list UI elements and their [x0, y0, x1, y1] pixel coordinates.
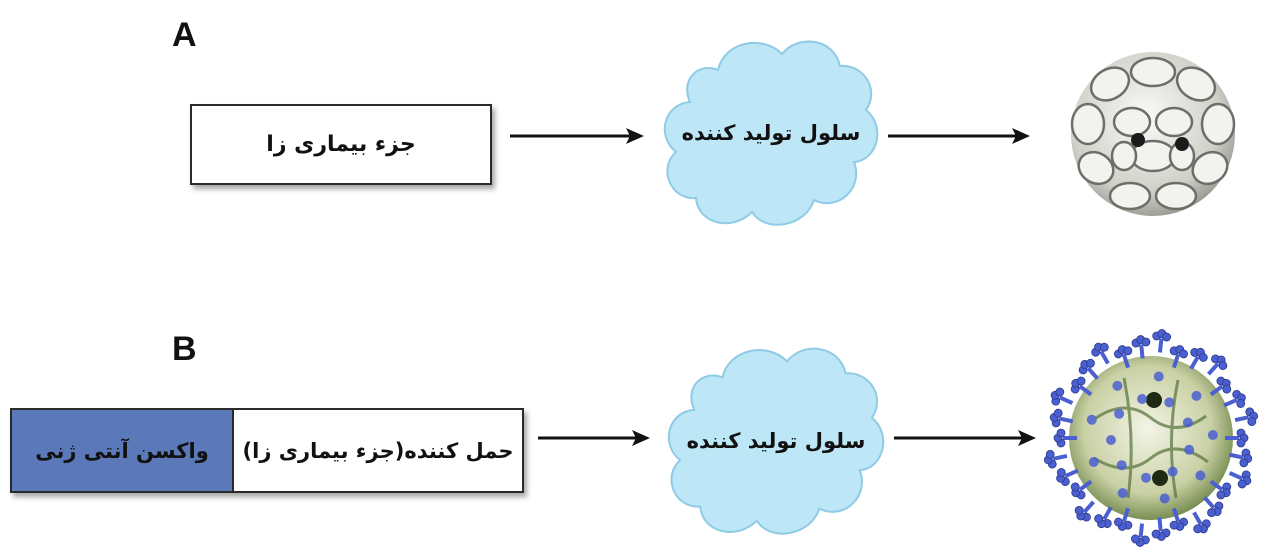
arrow-b-2 — [894, 430, 1036, 446]
spike-protein — [1049, 408, 1074, 428]
surface-spike — [1191, 390, 1202, 401]
spike-protein — [1131, 523, 1150, 547]
spike-protein — [1169, 507, 1189, 531]
surface-spike — [1116, 460, 1127, 471]
pathogen-component-box: جزء بیماری زا — [190, 104, 492, 185]
surface-spike — [1182, 417, 1193, 428]
producer-cell-cloud-a: سلول تولید کننده — [658, 28, 884, 238]
spike-protein — [1209, 479, 1232, 500]
spike-protein — [1053, 428, 1077, 448]
spike-protein — [1113, 507, 1133, 531]
vaccine-segment-label: واکسن آنتی ژنی — [35, 438, 209, 463]
cloud-shape-b — [667, 347, 885, 535]
surface-spike — [1114, 408, 1125, 419]
spike-protein — [1091, 342, 1110, 365]
spike-protein — [1043, 449, 1068, 469]
spike-protein — [1131, 335, 1151, 359]
spike-protein — [1070, 479, 1093, 500]
pathogen-component-label: جزء بیماری زا — [266, 132, 416, 157]
spike-protein — [1228, 448, 1253, 468]
producer-cell-label-b: سلول تولید کننده — [686, 429, 866, 453]
surface-spike — [1137, 394, 1148, 404]
surface-spike — [1184, 444, 1195, 455]
spike-protein — [1209, 376, 1232, 397]
gene-vaccine-construct-box: واکسن آنتی ژنی حمل کننده(جزء بیماری زا) — [10, 408, 524, 493]
surface-spike — [1112, 380, 1123, 391]
spike-protein — [1070, 376, 1093, 397]
surface-spike — [1207, 430, 1218, 440]
surface-spike — [1141, 472, 1151, 483]
protein-particle-icon — [1070, 52, 1236, 216]
spike-protein — [1074, 500, 1095, 522]
spike-protein — [1169, 345, 1189, 369]
spike-protein — [1152, 329, 1171, 353]
carrier-segment-label: حمل کننده(جزء بیماری زا) — [242, 438, 514, 463]
spike-protein — [1113, 345, 1133, 369]
producer-cell-cloud-b: سلول تولید کننده — [662, 334, 890, 548]
surface-spike — [1086, 414, 1097, 425]
spike-protein — [1223, 389, 1246, 408]
spike-protein — [1192, 511, 1211, 534]
virus-particle-with-spikes-icon — [1043, 329, 1259, 547]
surface-spike — [1195, 470, 1206, 481]
spike-protein — [1203, 496, 1224, 518]
spike-protein — [1078, 358, 1099, 380]
carrier-segment: حمل کننده(جزء بیماری زا) — [234, 410, 522, 491]
spike-protein — [1207, 354, 1228, 376]
spike-protein — [1056, 468, 1079, 487]
producer-cell-label-a: سلول تولید کننده — [681, 121, 861, 145]
spike-proteins — [1043, 329, 1259, 547]
surface-spike — [1164, 397, 1175, 408]
surface-spike — [1117, 488, 1128, 499]
spike-protein — [1225, 428, 1249, 448]
spike-protein — [1189, 347, 1208, 370]
surface-spike — [1167, 466, 1178, 477]
surface-spike — [1153, 371, 1164, 382]
vaccine-segment: واکسن آنتی ژنی — [12, 410, 234, 491]
surface-spike — [1088, 457, 1099, 467]
panel-a-label: A — [172, 16, 197, 54]
surface-spike — [1106, 435, 1116, 445]
spike-protein — [1050, 387, 1074, 406]
spike-protein — [1228, 470, 1252, 489]
cloud-shape-a — [663, 40, 879, 226]
spike-protein — [1151, 517, 1171, 541]
spike-protein — [1094, 506, 1113, 529]
arrow-a-2 — [888, 128, 1030, 144]
spike-protein — [1234, 407, 1259, 427]
surface-spike — [1159, 493, 1170, 504]
arrow-b-1 — [538, 430, 650, 446]
arrow-a-1 — [510, 128, 644, 144]
panel-b-label: B — [172, 330, 197, 368]
